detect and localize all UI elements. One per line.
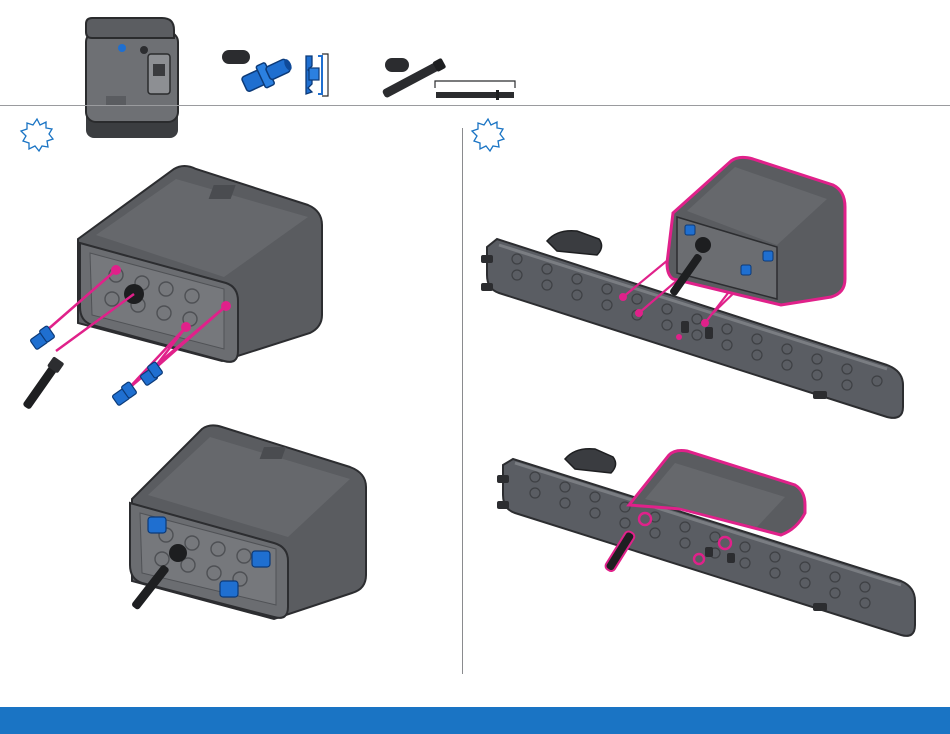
header-divider	[0, 105, 950, 106]
footer-bar	[0, 707, 950, 734]
beam-exploded-view	[477, 155, 917, 425]
axle-length-gauge	[434, 80, 518, 102]
smart-motor-assembled-view	[124, 425, 374, 625]
step-badge-icon	[471, 118, 505, 152]
beam-assembled-view	[495, 435, 935, 655]
parts-list-header	[0, 0, 950, 106]
connector-side-view	[300, 52, 332, 98]
step-1-panel	[0, 107, 462, 707]
step-badge-icon	[20, 118, 54, 152]
blue-connector-pin-part-image	[238, 52, 298, 96]
step-2-panel	[463, 107, 950, 707]
smart-motor-exploded-view	[16, 165, 336, 425]
